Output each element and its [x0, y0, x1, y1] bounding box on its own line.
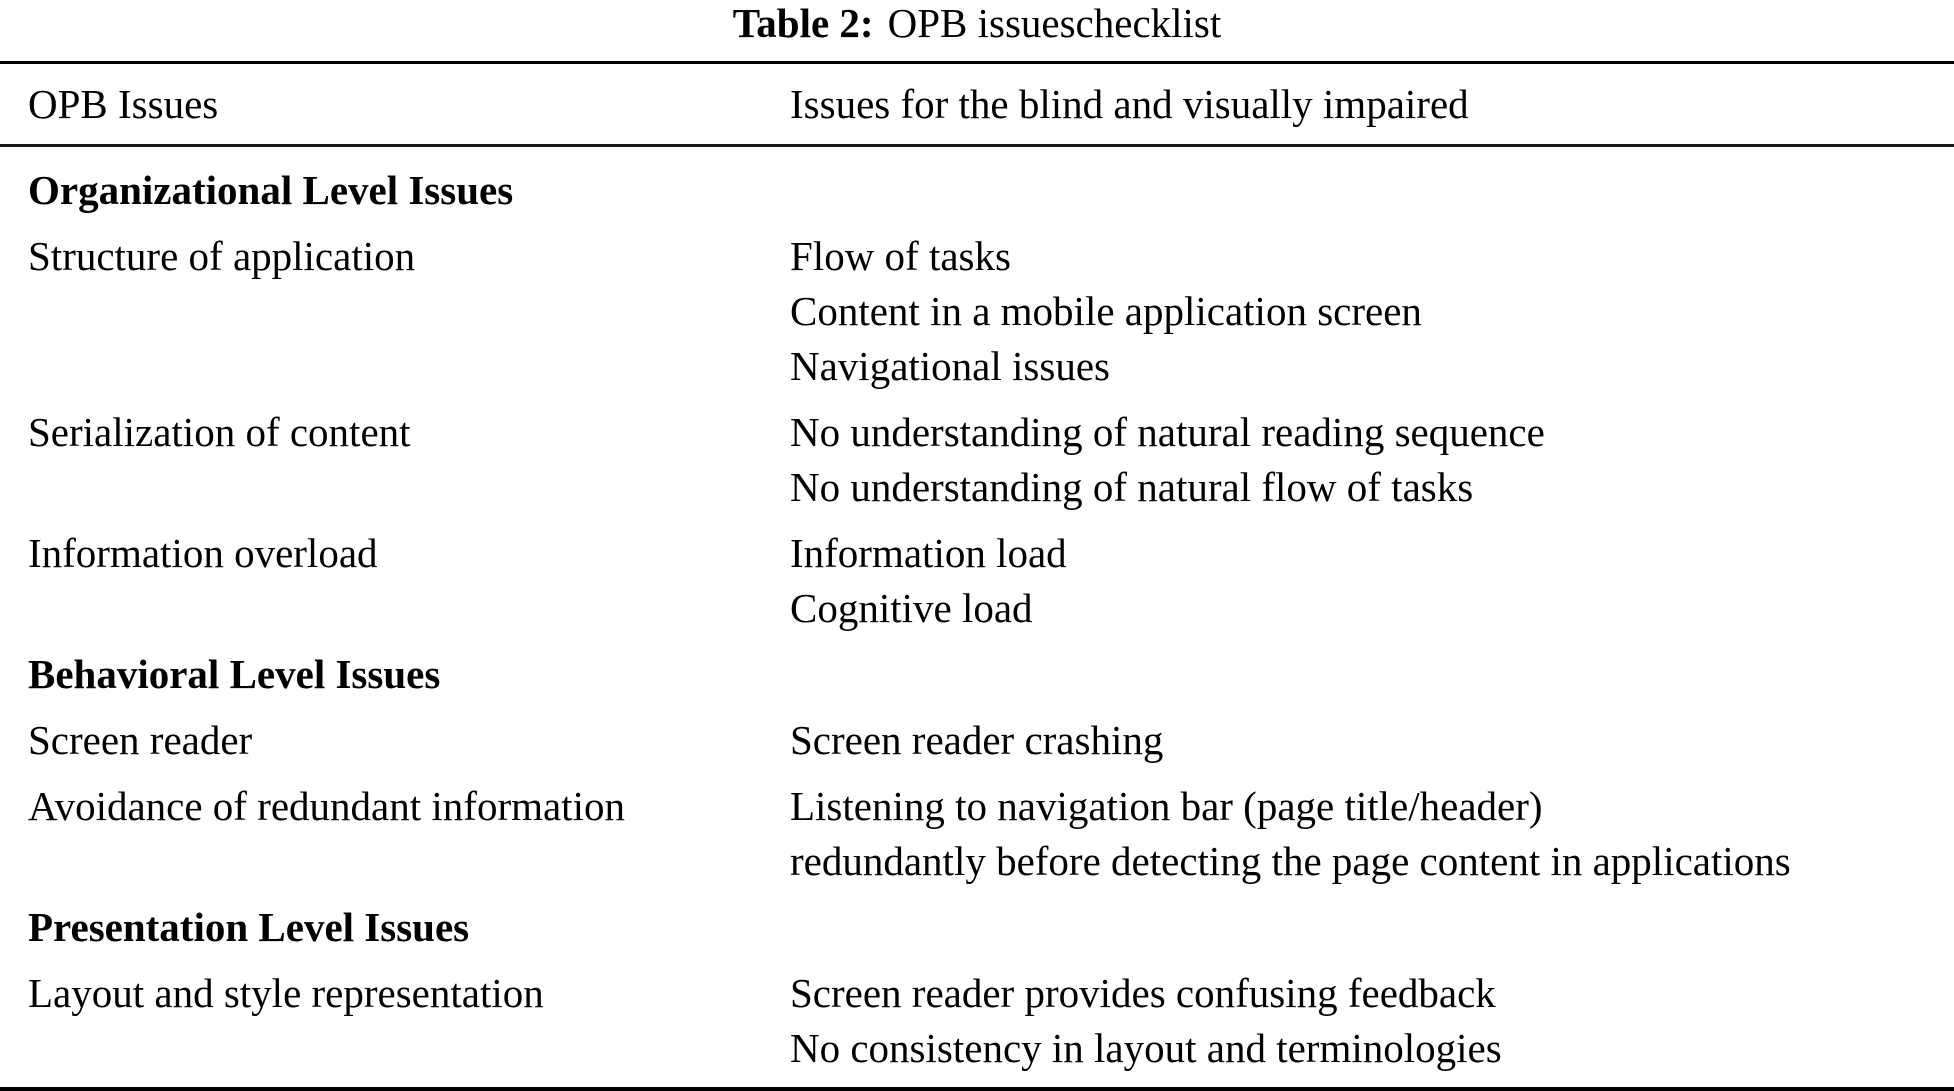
table-row: Serialization of content No understandin… — [0, 405, 1954, 515]
opb-issue-cell: Screen reader — [28, 717, 253, 763]
detail-line: Listening to navigation bar (page title/… — [790, 783, 1543, 829]
section-heading-row: Behavioral Level Issues — [0, 647, 1954, 702]
detail-line: redundantly before detecting the page co… — [790, 838, 1791, 884]
column-header-blind-issues: Issues for the blind and visually impair… — [790, 81, 1469, 127]
opb-issue-cell: Avoidance of redundant information — [28, 783, 625, 829]
table-caption-text: OPB issueschecklist — [887, 0, 1222, 46]
table-caption: Table 2: OPB issueschecklist — [0, 0, 1954, 46]
table-header-row: OPB Issues Issues for the blind and visu… — [0, 64, 1954, 144]
detail-line: Flow of tasks — [790, 233, 1011, 279]
opb-issue-cell: Structure of application — [28, 233, 416, 279]
detail-line: Information load — [790, 530, 1067, 576]
details-cell: No understanding of natural reading sequ… — [790, 405, 1954, 515]
table-top-rule — [0, 61, 1954, 64]
table-caption-label: Table 2: — [732, 0, 874, 46]
detail-line: No understanding of natural reading sequ… — [790, 409, 1545, 455]
opb-issue-cell: Information overload — [28, 530, 378, 576]
details-cell: Listening to navigation bar (page title/… — [790, 779, 1954, 889]
table-body: Organizational Level Issues Structure of… — [0, 147, 1954, 1076]
section-heading-row: Presentation Level Issues — [0, 900, 1954, 955]
detail-line: No consistency in layout and terminologi… — [790, 1025, 1502, 1071]
table-bottom-rule — [0, 1087, 1954, 1091]
table-row: Layout and style representation Screen r… — [0, 966, 1954, 1076]
details-cell: Information load Cognitive load — [790, 526, 1954, 636]
detail-line: Content in a mobile application screen — [790, 288, 1422, 334]
section-heading-behavioral: Behavioral Level Issues — [28, 651, 441, 697]
opb-issue-cell: Serialization of content — [28, 409, 411, 455]
detail-line: Screen reader crashing — [790, 717, 1164, 763]
details-cell: Screen reader provides confusing feedbac… — [790, 966, 1954, 1076]
details-cell: Screen reader crashing — [790, 713, 1954, 768]
table-row: Screen reader Screen reader crashing — [0, 713, 1954, 768]
table-header-rule — [0, 144, 1954, 147]
section-heading-organizational: Organizational Level Issues — [28, 167, 514, 213]
table-row: Structure of application Flow of tasks C… — [0, 229, 1954, 394]
section-heading-row: Organizational Level Issues — [0, 163, 1954, 218]
table-row: Information overload Information load Co… — [0, 526, 1954, 636]
opb-issue-cell: Layout and style representation — [28, 970, 544, 1016]
table-row: Avoidance of redundant information Liste… — [0, 779, 1954, 889]
details-cell: Flow of tasks Content in a mobile applic… — [790, 229, 1954, 394]
detail-line: Cognitive load — [790, 585, 1033, 631]
detail-line: No understanding of natural flow of task… — [790, 464, 1474, 510]
section-heading-presentation: Presentation Level Issues — [28, 904, 470, 950]
column-header-opb-issues: OPB Issues — [28, 81, 219, 127]
detail-line: Screen reader provides confusing feedbac… — [790, 970, 1496, 1016]
detail-line: Navigational issues — [790, 343, 1110, 389]
